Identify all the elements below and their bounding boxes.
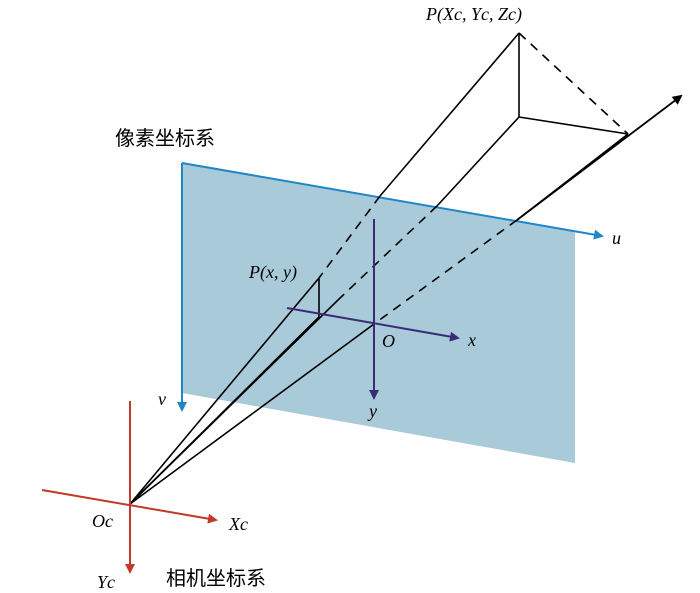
pixel-v-label: v	[158, 389, 166, 409]
camera-frame-title: 相机坐标系	[166, 566, 266, 590]
camera-origin-label: Oc	[92, 511, 113, 531]
camera-y-label: Yc	[97, 572, 115, 592]
image-x-axis	[286, 307, 460, 342]
pixel-frame-title: 像素坐标系	[115, 126, 215, 150]
image-point-label: P(x, y)	[248, 262, 297, 283]
camera-x-label: Xc	[228, 514, 248, 534]
hidden-rays	[318, 32, 629, 325]
image-y-label: y	[367, 401, 377, 421]
world-point-label: P(Xc, Yc, Zc)	[425, 4, 522, 25]
pixel-u-axis	[181, 162, 604, 240]
pixel-u-label: u	[612, 228, 621, 248]
image-plane	[182, 163, 575, 463]
image-x-label: x	[467, 330, 476, 350]
optical-axis	[516, 94, 683, 221]
image-origin-label: O	[382, 331, 395, 351]
